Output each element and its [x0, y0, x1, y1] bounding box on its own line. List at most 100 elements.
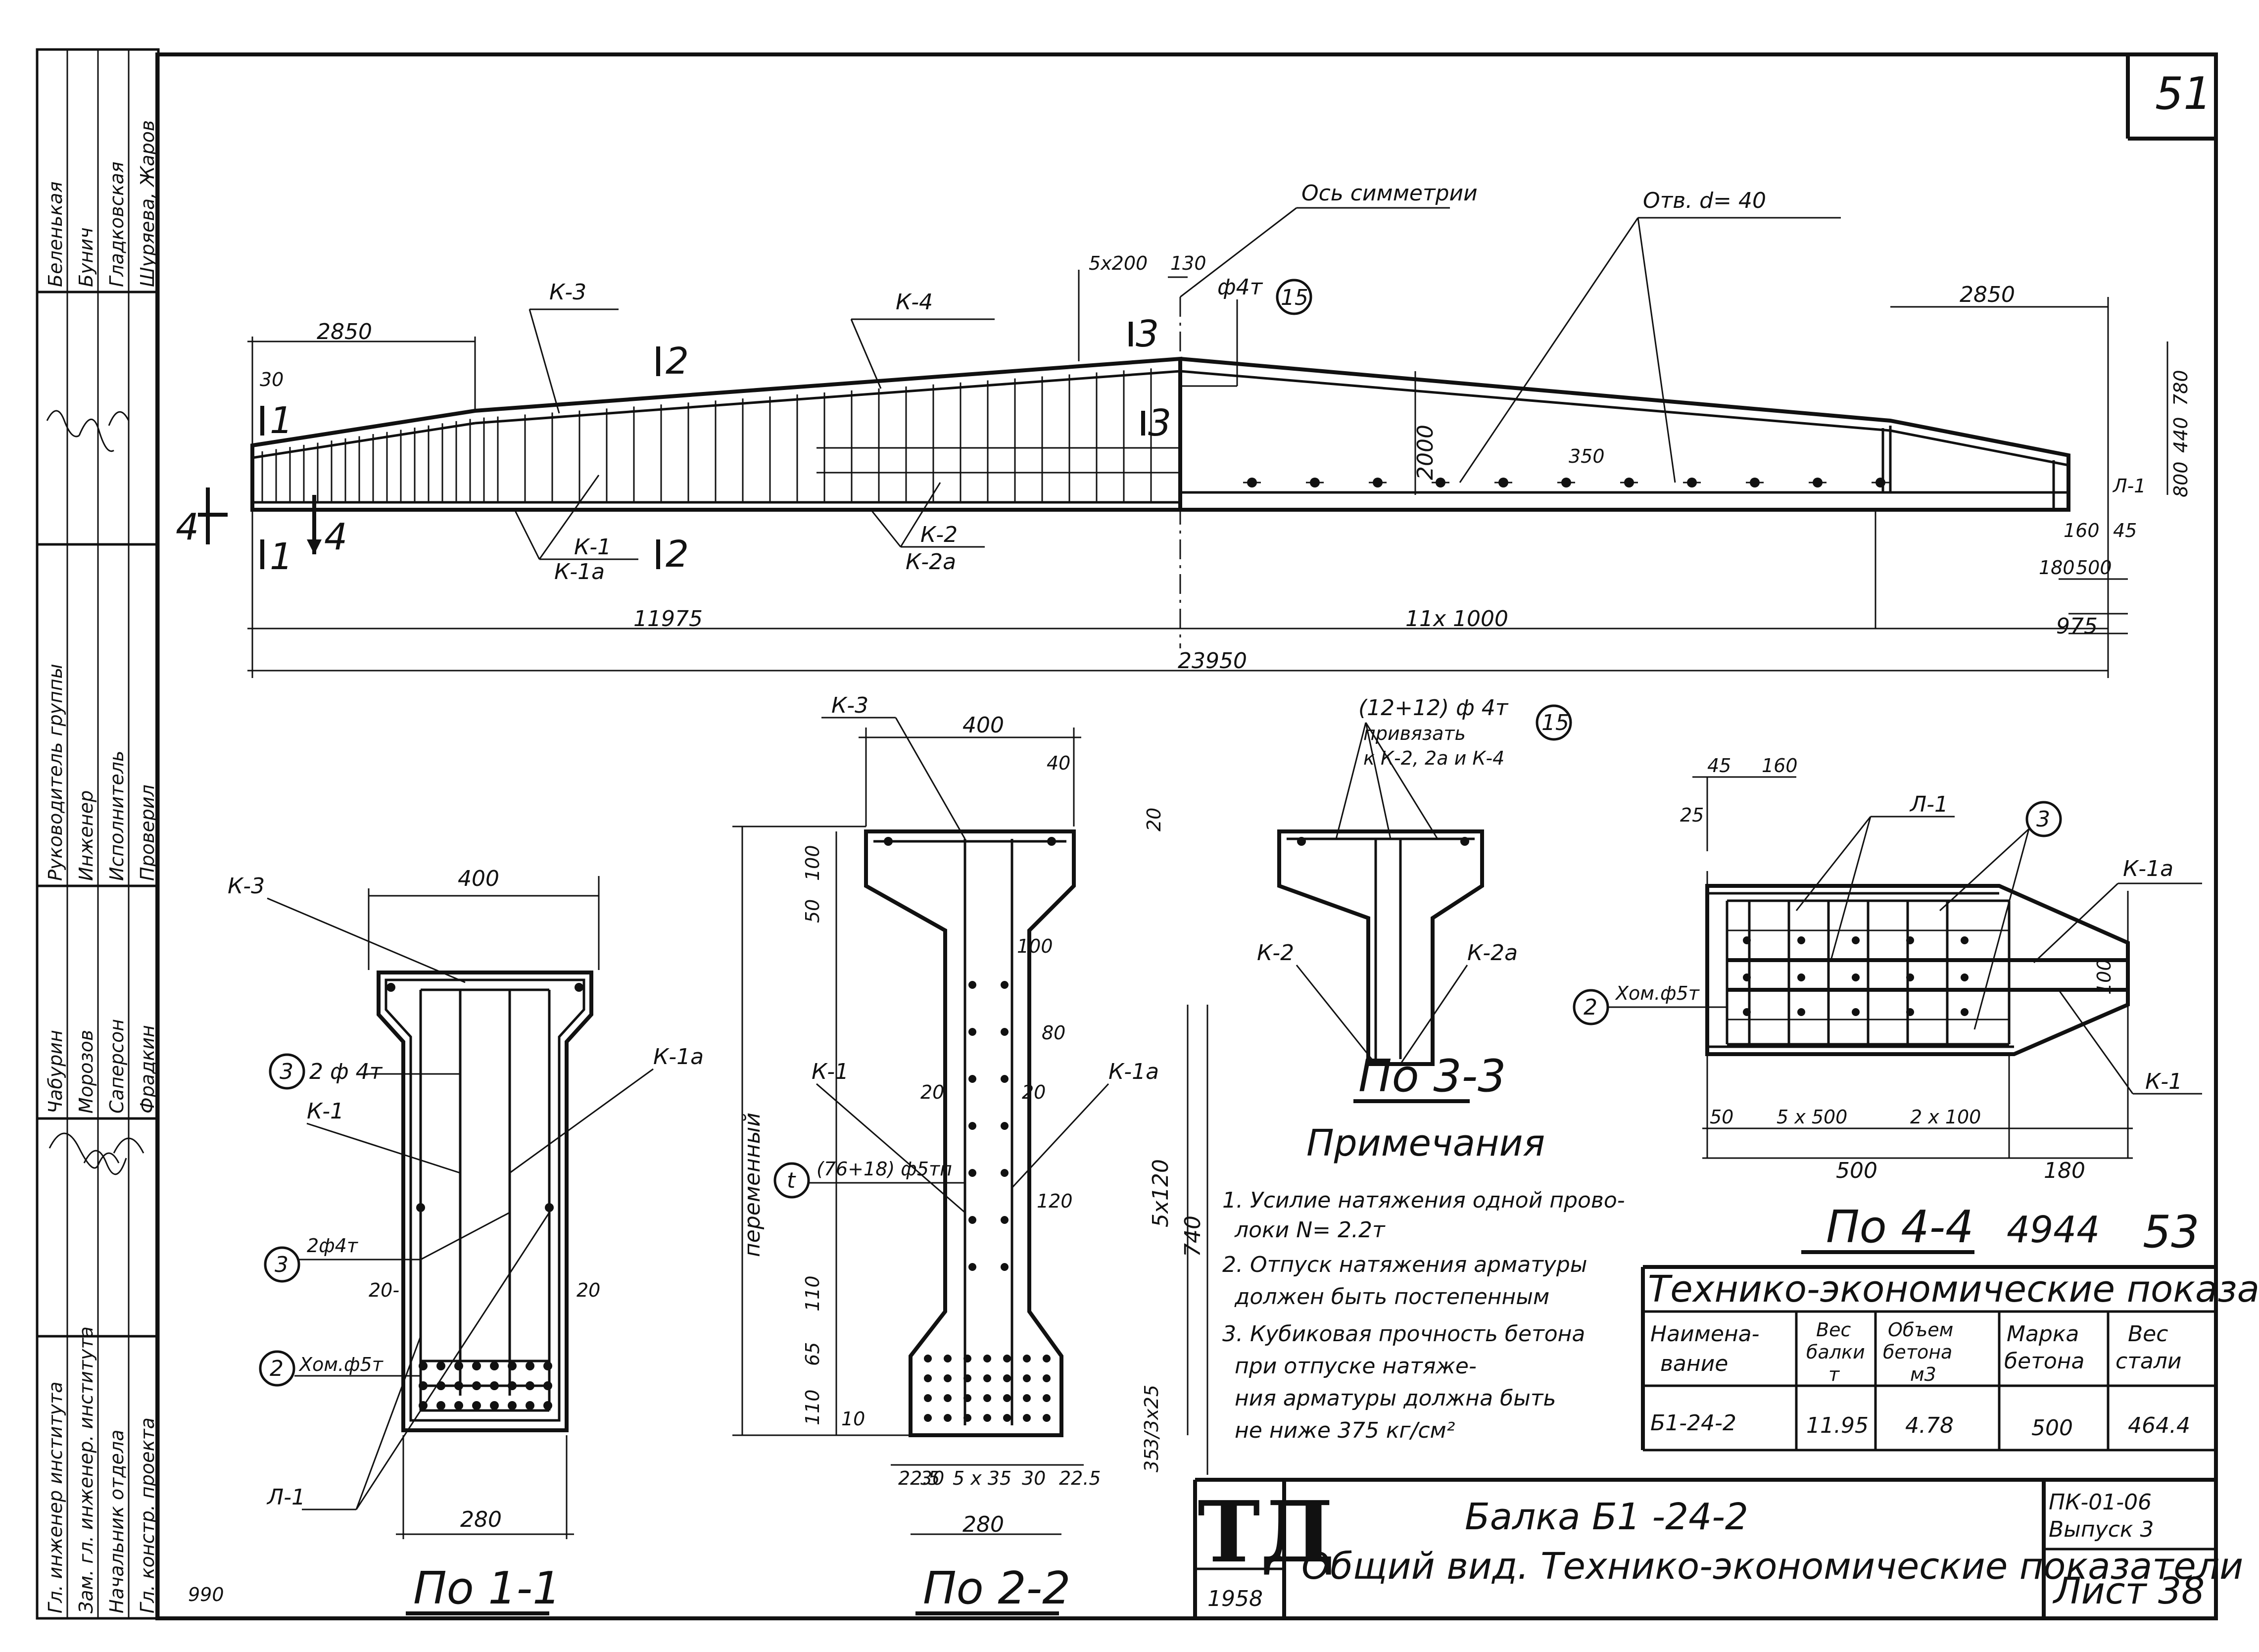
- note-line-4: должен быть постепенным: [1234, 1284, 1549, 1310]
- section-2-2-strands: [924, 981, 1051, 1422]
- strand-dot: [543, 1381, 552, 1390]
- rebar-callout: ф4т: [1217, 275, 1263, 300]
- strand-dot: [472, 1381, 481, 1390]
- section-mark-2: 2 2: [656, 340, 689, 576]
- bar-dot: [1852, 973, 1860, 981]
- stamp-a-1: Беленькая: [45, 182, 66, 287]
- bar-dot: [1797, 936, 1805, 944]
- dim-11x1000: 11x 1000: [1405, 606, 1508, 632]
- sec22-chain-1: 22.5: [898, 1467, 940, 1489]
- sec22-k1a: К-1а: [1108, 1059, 1159, 1084]
- strand-dot: [1023, 1355, 1031, 1362]
- sec11-callout1-num: 3: [280, 1059, 293, 1084]
- stamp-c-4: Фрадкин: [137, 1025, 158, 1114]
- strand-dot: [1043, 1355, 1051, 1362]
- sec11-dim-280: 280: [460, 1507, 502, 1532]
- elevation-holes: [1243, 478, 1889, 487]
- bar-dot: [1906, 936, 1914, 944]
- strand-dot: [944, 1394, 952, 1402]
- dim-180: 180: [2039, 557, 2075, 579]
- strand-dot: [490, 1361, 499, 1370]
- dim-975: 975: [2056, 614, 2098, 639]
- strand-dot: [968, 1263, 976, 1271]
- sheet-frame: [36, 48, 2218, 1620]
- strand-dot: [963, 1394, 971, 1402]
- strand-dot: [968, 1216, 976, 1224]
- sec33-callout-num: 15: [1541, 710, 1569, 735]
- th-grade-1: Марка: [2007, 1321, 2079, 1347]
- strand-dot: [1003, 1394, 1011, 1402]
- strand-dot: [983, 1414, 991, 1422]
- sec11-callout3-num: 2: [270, 1356, 284, 1381]
- strand-dot: [1001, 1263, 1009, 1271]
- svg-text:1: 1: [270, 535, 293, 578]
- strand-dot: [508, 1361, 517, 1370]
- strand-dot: [924, 1374, 932, 1382]
- series-line-1: ПК-01-06: [2049, 1490, 2152, 1515]
- strand-dot: [1001, 981, 1009, 989]
- td-volume: 4.78: [1905, 1413, 1954, 1438]
- strand-dot: [1001, 1169, 1009, 1177]
- strand-dot: [436, 1401, 445, 1410]
- strand-dot: [419, 1361, 428, 1370]
- sec11-callout1-text: 2 ф 4т: [309, 1059, 383, 1084]
- td-weight: 11.95: [1806, 1413, 1869, 1438]
- strand-dot: [472, 1361, 481, 1370]
- axis-label: Ось симметрии: [1301, 181, 1478, 206]
- rebar-callout-num: 15: [1281, 285, 1308, 310]
- strand-dot: [490, 1401, 499, 1410]
- strand-dot: [1023, 1374, 1031, 1382]
- strand-dot: [944, 1355, 952, 1362]
- frame-l1-label: Л-1: [2112, 475, 2146, 497]
- strand-dot: [944, 1414, 952, 1422]
- strand-dot: [968, 1075, 976, 1083]
- strand-dot: [1001, 1075, 1009, 1083]
- dim-left-2850: 2850: [317, 319, 372, 344]
- sec22-dim-65: 65: [802, 1342, 823, 1366]
- sec33-note2: к К-2, 2а и К-4: [1363, 747, 1504, 769]
- sec11-dim-right: 20: [577, 1279, 600, 1301]
- note-line-3: 2. Отпуск натяжения арматуры: [1222, 1252, 1587, 1277]
- sheet-label: Лист 38: [2052, 1570, 2205, 1612]
- sec33-note1: привязать: [1363, 723, 1466, 744]
- sec44-chain-2: 5 x 500: [1777, 1106, 1847, 1128]
- strand-dot: [1001, 1216, 1009, 1224]
- section-1-1-labels: 400 280 20- 20 К-3 К-1а К-1 Л-1 3 2 ф 4т…: [228, 866, 704, 1615]
- th-name-1: Наимена-: [1650, 1321, 1760, 1347]
- sec11-k1: К-1: [307, 1099, 344, 1124]
- bar-dot: [1852, 1008, 1860, 1016]
- sec22-k3: К-3: [831, 693, 868, 718]
- svg-text:3: 3: [1136, 313, 1159, 355]
- sec22-k1: К-1: [812, 1059, 849, 1084]
- strand-dot: [968, 1028, 976, 1036]
- dim-130: 130: [1170, 252, 1206, 274]
- series-line-2: Выпуск 3: [2049, 1517, 2154, 1542]
- sec11-callout2-text: 2ф4т: [307, 1235, 359, 1257]
- th-weight-1: Вес: [1816, 1319, 1851, 1341]
- sec22-chain-4: 30: [1022, 1467, 1046, 1489]
- strand-dot: [1001, 1028, 1009, 1036]
- stamp-d-2: Зам. гл. инженер. института: [75, 1326, 97, 1613]
- dim-30: 30: [260, 369, 284, 390]
- strand-dot: [968, 1169, 976, 1177]
- strand-dot: [924, 1414, 932, 1422]
- strand-dot: [983, 1374, 991, 1382]
- title-line-2: Общий вид. Технико-экономические показат…: [1301, 1545, 2243, 1588]
- sec44-chain-1: 50: [1710, 1106, 1733, 1128]
- strand-dot: [436, 1361, 445, 1370]
- svg-text:1: 1: [270, 399, 293, 442]
- section-mark-1: 1 1: [260, 399, 293, 578]
- sec22-callout-num: t: [787, 1168, 796, 1193]
- th-weight-2: балки: [1806, 1341, 1865, 1363]
- elevation-stirrups: [261, 368, 1180, 502]
- stamp-text: Беленькая Бунич Гладковская Шуряева, Жар…: [45, 120, 158, 1613]
- stamp-a-4: Шуряева, Жаров: [137, 120, 158, 287]
- section-2-2-labels: 400 40 20 50 100 100 80 20 20 120 5x120 …: [732, 693, 1208, 1615]
- stamp-d-1: Гл. инженер института: [45, 1381, 66, 1613]
- sec11-dim-left: 20-: [369, 1279, 399, 1301]
- stray-mark: 990: [188, 1584, 224, 1605]
- strand-dot: [968, 1122, 976, 1130]
- page-number: 51: [2155, 68, 2212, 120]
- strand-dot: [983, 1394, 991, 1402]
- strand-dot: [1003, 1414, 1011, 1422]
